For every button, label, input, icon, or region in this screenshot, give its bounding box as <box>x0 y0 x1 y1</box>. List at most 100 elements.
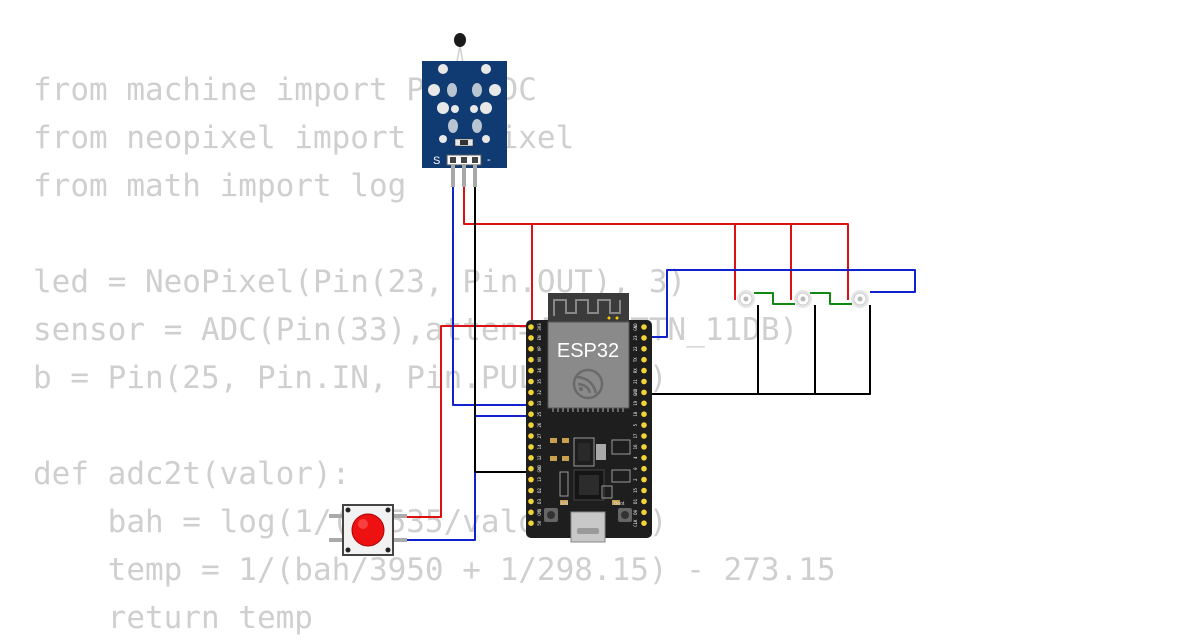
esp32-pin-label: D0 <box>633 509 638 514</box>
esp32-pin[interactable] <box>528 498 534 505</box>
boot-button[interactable] <box>618 508 632 522</box>
esp32-pin-label: GND <box>537 465 542 473</box>
button-cap[interactable] <box>351 513 385 547</box>
esp32-pin[interactable] <box>528 509 534 516</box>
esp32-pin-label: D3 <box>537 498 542 503</box>
ntc-sensor-module[interactable]: S - <box>422 33 507 187</box>
sensor-minus-label: - <box>487 154 491 166</box>
neopixel-led[interactable] <box>737 290 755 308</box>
esp32-pin-label: 5V <box>537 520 542 525</box>
sensor-pcb <box>422 61 507 168</box>
esp32-pin[interactable] <box>528 389 534 396</box>
esp32-pin-label: RX <box>633 368 638 373</box>
code-line: temp = 1/(bah/3950 + 1/298.15) - 273.15 <box>33 552 836 588</box>
esp32-pin[interactable] <box>528 520 534 526</box>
esp32-pin[interactable] <box>641 356 647 363</box>
wire-red-sensor-vcc <box>463 172 849 300</box>
wires <box>393 172 916 541</box>
esp32-pin-label: D1 <box>633 498 638 503</box>
esp32-pin[interactable] <box>528 346 534 352</box>
esp32-pin-label: 18 <box>633 411 638 416</box>
esp32-pin-label: 27 <box>537 433 542 438</box>
board-components <box>550 437 631 505</box>
wire-black-led-gnd <box>646 305 871 395</box>
en-label: EN <box>561 501 568 507</box>
esp32-pin-label: 26 <box>537 422 542 427</box>
esp32-pin-label: 12 <box>537 455 542 460</box>
esp32-pin[interactable] <box>641 400 647 407</box>
esp32-pin-label: 3V3 <box>537 323 542 331</box>
esp32-pin-label: CMD <box>537 508 542 516</box>
esp32-pin[interactable] <box>641 422 647 428</box>
esp32-pin[interactable] <box>641 367 647 374</box>
esp32-pin[interactable] <box>641 455 647 461</box>
esp32-pin[interactable] <box>641 433 647 439</box>
esp32-pin-label: 35 <box>537 379 542 384</box>
esp32-pin-label: CLK <box>633 519 638 527</box>
esp32-pin[interactable] <box>641 444 647 450</box>
esp32-pin[interactable] <box>528 356 534 363</box>
esp32-pin-label: 19 <box>633 400 638 405</box>
esp32-pin[interactable] <box>641 378 647 385</box>
esp32-pin-label: 13 <box>537 477 542 482</box>
esp32-pin[interactable] <box>641 389 647 396</box>
esp32-pin-label: 25 <box>537 411 542 416</box>
esp32-pin-label: 16 <box>633 444 638 449</box>
esp32-pin[interactable] <box>641 465 647 472</box>
usb-port-icon <box>570 511 606 543</box>
pcb-pads <box>447 83 482 133</box>
esp32-pin[interactable] <box>641 411 647 418</box>
code-line: led = NeoPixel(Pin(23, Pin.OUT), 3) <box>33 264 687 300</box>
esp32-pin[interactable] <box>528 324 534 330</box>
esp32-pin[interactable] <box>641 498 647 505</box>
esp32-pin-label: 23 <box>633 335 638 340</box>
esp32-pin[interactable] <box>528 367 534 374</box>
wire-green-led1-led2 <box>754 292 795 305</box>
esp32-pin[interactable] <box>528 455 534 461</box>
esp32-pin[interactable] <box>528 400 534 407</box>
neopixel-led[interactable] <box>794 290 812 308</box>
esp32-pin[interactable] <box>641 520 647 526</box>
esp32-pin[interactable] <box>528 444 534 450</box>
esp32-pin[interactable] <box>641 346 647 352</box>
esp32-pin[interactable] <box>641 335 647 341</box>
esp32-pin-headers: 3V3ENVPVN343532332526271412GND13D2D3CMD5… <box>528 323 647 527</box>
esp32-pin-label: GND <box>633 388 638 396</box>
en-button[interactable] <box>544 508 558 522</box>
esp32-pin-label: 0 <box>633 467 638 470</box>
esp32-pin[interactable] <box>528 476 534 483</box>
esp32-pin[interactable] <box>528 411 534 418</box>
esp32-pin-label: VP <box>537 346 542 351</box>
esp32-pin-label: 34 <box>537 368 542 373</box>
neopixel-strip <box>737 290 869 308</box>
esp32-pin-label: 4 <box>633 456 638 459</box>
esp32-pin[interactable] <box>528 422 534 428</box>
esp32-pin[interactable] <box>528 378 534 385</box>
thermistor-head <box>454 33 466 47</box>
push-button[interactable] <box>329 504 407 556</box>
esp32-board[interactable]: ESP32 <box>526 293 652 543</box>
esp32-pin[interactable] <box>528 465 534 472</box>
wifi-module-shield <box>547 321 630 409</box>
esp32-pin-label: GND <box>633 323 638 331</box>
esp32-pin-label: TX <box>633 357 638 362</box>
wire-black-sensor-gnd <box>474 172 530 473</box>
esp32-pin[interactable] <box>641 487 647 494</box>
esp32-pin[interactable] <box>528 335 534 341</box>
esp32-pin-label: 32 <box>537 389 542 394</box>
sensor-s-label: S <box>433 155 440 167</box>
esp32-pin[interactable] <box>641 509 647 516</box>
esp32-pin-label: 22 <box>633 346 638 351</box>
esp32-pin[interactable] <box>641 476 647 483</box>
module-pins <box>552 408 624 412</box>
esp32-pin-label: 15 <box>633 488 638 493</box>
esp32-pin-label: 5 <box>633 423 638 426</box>
code-line: def adc2t(valor): <box>33 456 351 492</box>
neopixel-led[interactable] <box>851 290 869 308</box>
esp32-pin[interactable] <box>641 324 647 330</box>
esp32-pin[interactable] <box>528 433 534 439</box>
esp32-label: ESP32 <box>557 340 619 362</box>
esp32-pin-label: VN <box>537 357 542 362</box>
esp32-pin[interactable] <box>528 487 534 494</box>
